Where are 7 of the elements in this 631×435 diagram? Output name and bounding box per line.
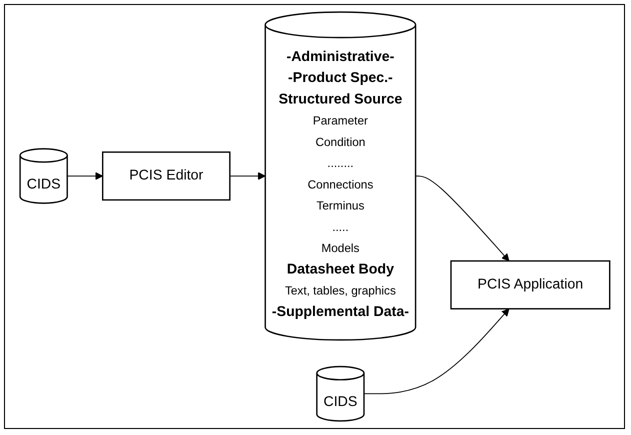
arrow bbox=[229, 172, 266, 180]
arrow bbox=[363, 308, 509, 394]
page-frame: CIDS PCIS Editor -Administrative- -Product Spec.- Structured Source Parameter Condition ........ Connections Terminus ..... Models Datasheet Body Text, tables, graphics -Supplemental Data- CIDS PCIS Application bbox=[4, 4, 625, 429]
node-box bbox=[450, 260, 610, 310]
arrow bbox=[66, 172, 103, 180]
arrow bbox=[414, 176, 509, 262]
node-box bbox=[102, 151, 230, 201]
